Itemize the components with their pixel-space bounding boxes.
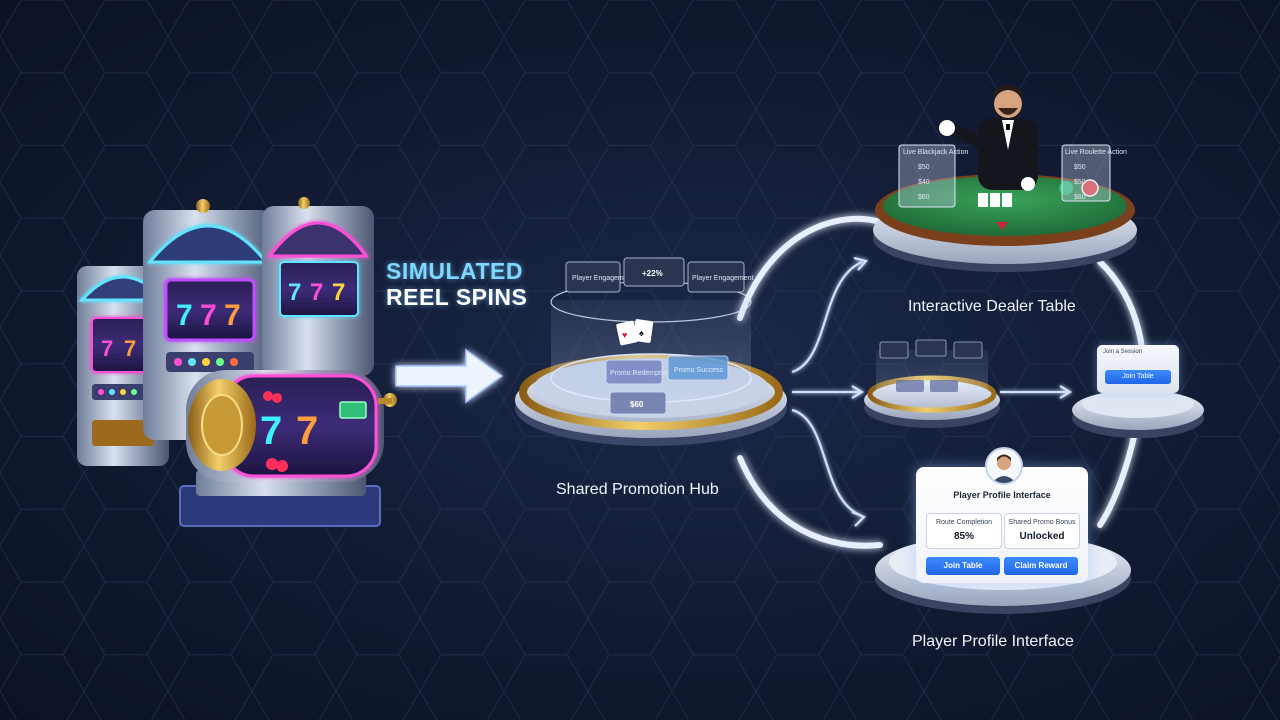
cherry-icon [266,458,288,472]
hub-tile: Promo Success [667,355,729,381]
svg-text:Player Engagement: Player Engagement [692,275,754,282]
mini-hub-platform [864,339,1000,428]
slot-machines-group: 7 7 7 7 7 7 7 7 [77,197,397,527]
stat-value: 85% [953,531,974,542]
svg-text:Promo Success: Promo Success [674,367,724,374]
svg-text:$50: $50 [918,164,930,171]
svg-text:Live Roulette Action: Live Roulette Action [1065,149,1127,156]
join-session-card: Join a Session Join Table [1097,345,1179,393]
svg-text:7: 7 [101,336,113,361]
headline-line-2: REEL SPINS [386,284,528,310]
stat-label: Shared Promo Bonus [1008,519,1076,526]
card-icon: ♥ ♠ [616,319,654,346]
arrow-right-icon [395,348,504,404]
branch-arrows [791,256,1073,527]
seven-icon: 7 [260,409,282,453]
slot-machine-icon: 7 7 7 [262,197,374,376]
dealer-avatar [939,85,1038,191]
svg-text:7: 7 [124,336,136,361]
hub-tile: +22% [623,257,685,287]
avatar-icon [985,447,1023,485]
cherry-icon [263,391,282,403]
svg-text:7: 7 [224,299,241,332]
svg-text:$60: $60 [918,194,930,201]
dealer-left-panel: Live Blackjack Action $50 $40 $60 [898,144,968,208]
route-completion-stat: Route Completion 85% [926,513,1002,549]
join-card-header: Join a Session [1103,349,1143,355]
hub-tile: Player Engagement [687,261,754,293]
join-table-button[interactable]: Join Table [926,557,1000,575]
dealer-caption: Interactive Dealer Table [908,298,1076,315]
svg-text:♠: ♠ [639,328,644,338]
profile-card-title: Player Profile Interface [953,490,1051,500]
join-platform [1072,390,1204,438]
hub-caption: Shared Promotion Hub [556,481,719,498]
svg-text:$40: $40 [918,179,930,186]
hub-tile: $60 [609,391,667,415]
svg-text:$50: $50 [1074,179,1086,186]
svg-text:7: 7 [288,279,301,306]
hub-tile: Promo Redemption [605,359,670,385]
promotion-hub: Player Engagement +22% Player Engagement… [515,257,787,446]
dealer-right-panel: Live Roulette Action $50 $50 $80 [1061,144,1127,202]
hub-tile: Player Engagement [565,261,634,293]
svg-text:Player Engagement: Player Engagement [572,275,634,282]
join-table-button[interactable]: Join Table [1105,370,1171,384]
svg-text:♥: ♥ [622,330,627,340]
profile-caption: Player Profile Interface [912,633,1074,650]
svg-text:7: 7 [310,279,323,306]
dealer-table: Live Blackjack Action $50 $40 $60 Live R… [873,85,1137,272]
card-icon [978,193,1012,230]
svg-text:$80: $80 [1074,194,1086,201]
svg-text:$50: $50 [1074,164,1086,171]
slot-machine-icon: 7 7 [179,370,397,527]
svg-text:+22%: +22% [642,269,663,278]
player-profile-card: Player Profile Interface Route Completio… [916,467,1088,583]
svg-text:$60: $60 [630,400,644,409]
svg-text:Live Blackjack Action: Live Blackjack Action [903,149,968,156]
claim-reward-button[interactable]: Claim Reward [1004,557,1078,575]
seven-icon: 7 [296,409,318,453]
shared-promo-bonus-stat: Shared Promo Bonus Unlocked [1004,513,1080,549]
svg-text:Promo Redemption: Promo Redemption [610,370,670,377]
stat-label: Route Completion [935,519,993,526]
svg-text:7: 7 [332,279,345,306]
svg-text:7: 7 [176,299,193,332]
svg-text:7: 7 [200,299,217,332]
headline-line-1: SIMULATED [386,258,523,284]
stat-value: Unlocked [1019,531,1065,542]
